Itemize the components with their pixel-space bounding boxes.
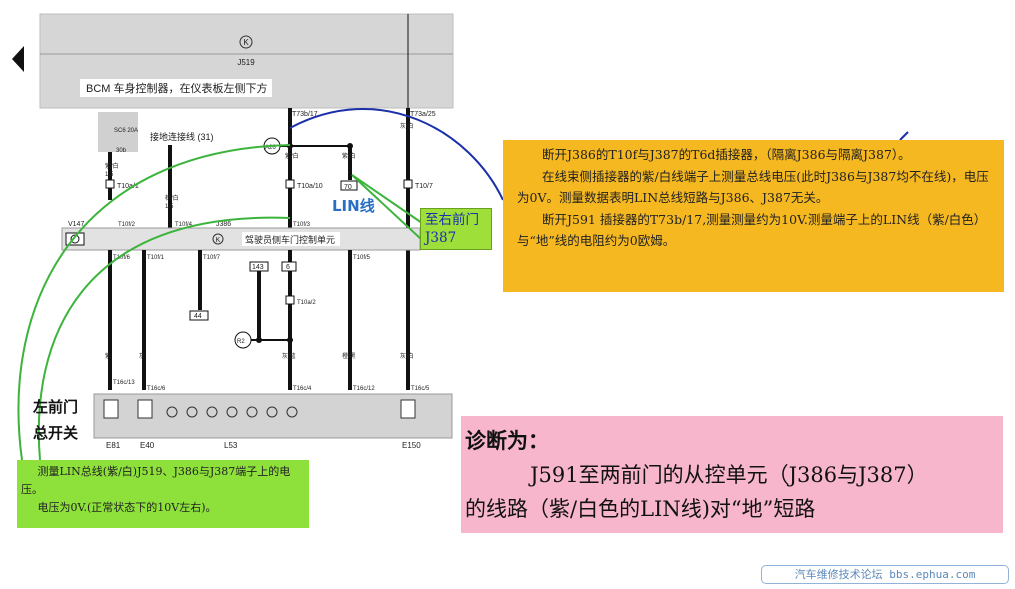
- t16c6-label: T16c/6: [147, 386, 166, 392]
- t10a2-label: T10a/2: [297, 300, 316, 306]
- left-door-label-line2: 总开关: [33, 424, 79, 442]
- back-arrow-icon[interactable]: [12, 46, 24, 72]
- t16c13-label: T16c/13: [113, 380, 135, 386]
- l53-label: L53: [224, 441, 238, 450]
- note-diagnosis: 诊断为： J591至两前门的从控单元（J386与J387） 的线路（紫/白色的L…: [461, 416, 1003, 533]
- e150-label: E150: [402, 441, 421, 450]
- fuse-block: [98, 112, 138, 152]
- t10a1-label: T10a/1: [117, 183, 139, 190]
- box-44: 44: [194, 313, 202, 320]
- wire-right-color: 灰/白: [400, 122, 414, 130]
- switch-lamp-row: [103, 399, 416, 419]
- left-door-switch-label: 左前门 总开关: [33, 394, 78, 446]
- t10f4-label: T10f/4: [175, 222, 193, 228]
- note-orange-para3: 断开J591 插接器的T73b/17,测量测量约为10V.测量端子上的LIN线（…: [517, 211, 987, 249]
- wire-fuse-color: 紫/白: [105, 162, 119, 170]
- green-pointer-curve-a: [17, 144, 291, 461]
- t73b17-label: T73b/17: [292, 111, 318, 118]
- box-6: 6: [286, 264, 290, 271]
- bcm-desc-box: [80, 79, 272, 97]
- note-orange-para1: 断开J386的T10f与J387的T6d插接器，（隔离J386与隔离J387）。: [542, 147, 911, 162]
- diagnosis-heading: 诊断为：: [465, 429, 549, 453]
- lin-line-label: LIN线: [332, 197, 375, 215]
- v147-label: V147: [68, 221, 84, 228]
- box-143: 143: [252, 264, 264, 271]
- t16c5-label: T16c/5: [411, 386, 430, 392]
- r2-label: R2: [237, 339, 245, 345]
- wire-r2-color: 灰/蓝: [282, 352, 296, 360]
- box-70: 70: [344, 184, 352, 191]
- wire-e150-color: 灰/白: [400, 352, 414, 360]
- note-green-line1: 测量LIN总线(紫/白)J519、J386与J387端子上的电压。: [21, 465, 291, 496]
- note-green-measurement: 测量LIN总线(紫/白)J519、J386与J387端子上的电压。 电压为0V.…: [17, 460, 309, 528]
- bcm-code: J519: [237, 58, 255, 67]
- bcm-module-symbol: [239, 35, 253, 49]
- t10f7-label: T10f/7: [203, 255, 221, 261]
- wire-t16c12-color: 橙/黑: [342, 352, 356, 360]
- ground-wire-color: 棕/白: [165, 194, 179, 202]
- callout-right-door-line1: 至右前门: [425, 212, 479, 228]
- note-green-line2: 电压为0V.(正常状态下的10V左右)。: [37, 501, 217, 514]
- bcm-description: BCM 车身控制器，在仪表板左侧下方: [86, 81, 268, 95]
- forum-watermark: 汽车维修技术论坛 bbs.ephua.com: [761, 565, 1009, 584]
- green-pointer-curve-b: [37, 216, 291, 461]
- a26-label: A26: [265, 145, 276, 151]
- j386-symbol: [212, 233, 224, 245]
- t10f5-label: T10f/5: [353, 255, 371, 261]
- t16c4-label: T16c/4: [293, 386, 312, 392]
- e81-label: E81: [106, 441, 121, 450]
- wire-e40-color: 灰: [139, 352, 145, 360]
- wire-j387-color: 紫/白: [342, 152, 356, 160]
- j386-module-box: [61, 227, 421, 251]
- wire-fuse-size: 1.5: [105, 172, 114, 178]
- ground-label: 接地连接线 (31): [150, 131, 214, 142]
- diagnosis-line2: 的线路（紫/白色的LIN线)对“地”短路: [465, 497, 816, 521]
- note-orange: 断开J386的T10f与J387的T6d插接器，（隔离J386与隔离J387）。…: [503, 140, 1004, 292]
- t30b-label: 30b: [116, 148, 127, 154]
- t10a10-label: T10a/10: [297, 183, 323, 190]
- note-orange-para2: 在线束侧插接器的紫/白线端子上测量总线电压(此时J386与J387均不在线)，电…: [517, 168, 989, 206]
- j386-code: J386: [216, 221, 231, 228]
- left-door-switch-box: [93, 393, 453, 439]
- j386-description: 驾驶员侧车门控制单元: [245, 234, 335, 245]
- t10f6-label: T10f/6: [113, 255, 131, 261]
- left-door-label-line1: 左前门: [33, 398, 79, 416]
- fuse-label: SC6 20A: [114, 128, 138, 134]
- e40-label: E40: [140, 441, 155, 450]
- callout-right-door-line2: J387: [425, 230, 457, 246]
- t73a25-label: T73a/25: [410, 111, 436, 118]
- callout-right-door: 至右前门 J387: [420, 208, 492, 250]
- t10f1-label: T10f/1: [147, 255, 165, 261]
- t10-7-label: T10/7: [415, 183, 433, 190]
- t10f3-label: T10f/3: [293, 222, 311, 228]
- bcm-symbol-text: K: [243, 38, 249, 47]
- t10f2-label: T10f/2: [118, 222, 136, 228]
- diagnosis-line1: J591至两前门的从控单元（J386与J387）: [530, 463, 928, 487]
- wire-a26-color: 紫/白: [285, 152, 299, 160]
- wire-e81-color: 紫: [105, 352, 111, 360]
- blue-pointer-curve: [289, 108, 504, 201]
- green-pointer-curve-c: [351, 174, 423, 224]
- green-pointer-curve-d: [351, 174, 423, 241]
- j386-symbol-text: K: [216, 237, 221, 244]
- blue-tick: [899, 131, 909, 141]
- t16c12-label: T16c/12: [353, 386, 375, 392]
- ground-wire-size: 1.5: [165, 204, 174, 210]
